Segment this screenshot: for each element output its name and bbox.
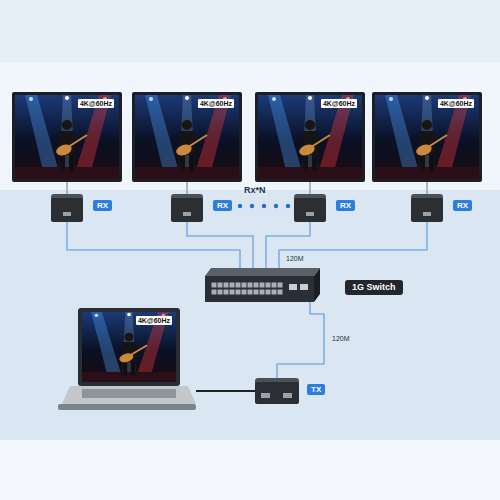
receiver-node: RX [411,194,443,222]
monitor [12,92,122,182]
transmitter-device [283,393,292,398]
cable [309,182,311,194]
monitor-node: 4K@60Hz [12,92,122,182]
ellipsis-dots [262,204,266,208]
network-switch [314,268,320,302]
monitor [12,92,122,182]
count-label: Rx*N [244,185,266,196]
receiver-device [63,212,71,216]
monitor [255,92,365,182]
cable-length: 120M [330,334,352,343]
monitor [372,92,482,182]
monitor [15,95,119,179]
ellipsis-dots [274,204,278,208]
receiver-device [183,212,191,216]
resolution-badge: 4K@60Hz [198,99,234,108]
background-band [0,0,500,62]
receiver-device [411,198,443,222]
network-switch [205,268,320,302]
device-label: TX [307,384,325,395]
monitor [135,95,239,179]
receiver-node: RX [171,194,203,222]
monitor-node: 4K@60Hz [372,92,482,182]
ellipsis-dots [286,204,290,208]
transmitter-node: TX [255,378,299,404]
receiver-device [294,194,326,222]
receiver-device [294,198,326,222]
laptop [62,386,196,404]
resolution-badge: 4K@60Hz [438,99,474,108]
background-band [0,62,500,190]
ellipsis-dots [238,204,242,208]
laptop [82,389,176,398]
receiver-node: RX [294,194,326,222]
monitor-node: 4K@60Hz [255,92,365,182]
receiver-device [51,194,83,222]
cable [196,390,255,392]
monitor [132,92,242,182]
laptop-node: 4K@60Hz [58,308,196,412]
network-switch [205,276,314,302]
transmitter-device [261,393,270,398]
monitor [132,92,242,182]
cable [277,302,324,378]
background-band [0,440,500,500]
cable [186,182,188,194]
cable-length: 120M [284,254,306,263]
monitor [372,92,482,182]
network-switch [300,284,308,290]
device-label: RX [453,200,472,211]
receiver-device [51,198,83,222]
monitor [255,92,365,182]
laptop [78,308,180,386]
cable [266,222,310,268]
switch-node: 1G Switch [205,268,320,302]
cable [67,222,240,268]
laptop [82,312,176,382]
monitor-node: 4K@60Hz [132,92,242,182]
resolution-badge: 4K@60Hz [321,99,357,108]
background-band [0,190,500,440]
device-label: RX [93,200,112,211]
switch-label: 1G Switch [345,280,403,295]
receiver-device [411,194,443,222]
cable [426,182,428,194]
resolution-badge: 4K@60Hz [78,99,114,108]
cable [279,222,427,268]
device-label: RX [336,200,355,211]
receiver-device [171,194,203,222]
laptop [58,308,196,410]
receiver-device [306,212,314,216]
cable [66,182,68,194]
cable [187,222,253,268]
monitor [375,95,479,179]
device-label: RX [213,200,232,211]
ellipsis-dots [238,204,290,208]
laptop [58,404,196,410]
network-switch [211,281,283,295]
receiver-node: RX [51,194,83,222]
receiver-device [423,212,431,216]
monitor [258,95,362,179]
network-switch [289,284,297,290]
resolution-badge: 4K@60Hz [136,316,172,325]
network-switch [205,268,320,276]
receiver-device [171,198,203,222]
ellipsis-dots [250,204,254,208]
transmitter-device [255,378,299,404]
transmitter-device [255,382,299,404]
